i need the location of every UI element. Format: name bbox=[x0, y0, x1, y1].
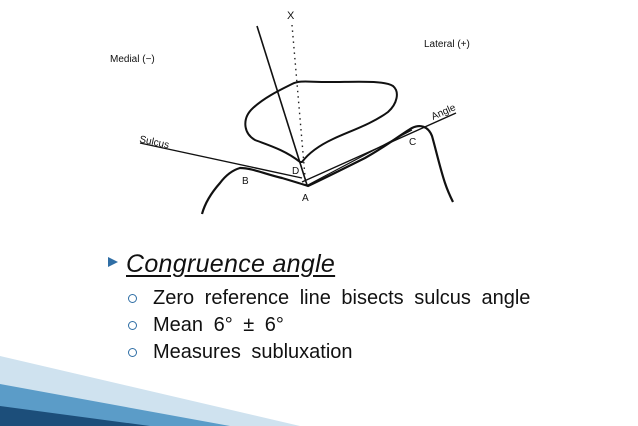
label-lateral: Lateral (+) bbox=[424, 39, 470, 50]
vertical-reference-dotted-line bbox=[291, 24, 307, 189]
ring-bullet-icon bbox=[128, 294, 137, 303]
sub-bullet-text: Measures subluxation bbox=[153, 341, 353, 363]
ca-line bbox=[305, 129, 413, 187]
ring-bullet-icon bbox=[128, 348, 137, 357]
label-medial: Medial (−) bbox=[110, 54, 155, 65]
triangle-bullet-icon bbox=[108, 256, 118, 267]
sub-bullet-list: Zero reference line bisects sulcus angle… bbox=[108, 286, 588, 364]
label-x: X bbox=[287, 10, 295, 22]
bullet-area: Congruence angle Zero reference line bis… bbox=[108, 250, 588, 367]
list-item: Zero reference line bisects sulcus angle bbox=[128, 286, 588, 310]
sulcus-line bbox=[139, 142, 303, 179]
main-bullet: Congruence angle bbox=[108, 250, 588, 279]
femoral-trochlea-outline bbox=[200, 125, 454, 215]
sub-bullet-text: Zero reference line bisects sulcus angle bbox=[153, 287, 531, 309]
label-point-a: A bbox=[302, 193, 309, 204]
label-angle: Angle bbox=[430, 102, 458, 123]
list-item: Mean 6° ± 6° bbox=[128, 313, 588, 337]
patella-outline bbox=[244, 80, 398, 163]
sub-bullet-text: Mean 6° ± 6° bbox=[153, 314, 284, 336]
deco-dark-band bbox=[0, 406, 150, 426]
congruence-angle-diagram: X Medial (−) Lateral (+) Sulcus Angle A … bbox=[110, 10, 470, 215]
label-point-c: C bbox=[409, 137, 416, 148]
corner-decoration bbox=[0, 356, 300, 426]
patella-line bbox=[256, 25, 308, 186]
list-item: Measures subluxation bbox=[128, 340, 588, 364]
label-sulcus: Sulcus bbox=[138, 134, 170, 151]
main-bullet-text: Congruence angle bbox=[126, 250, 336, 278]
ring-bullet-icon bbox=[128, 321, 137, 330]
label-point-b: B bbox=[242, 176, 249, 187]
label-point-d: D bbox=[292, 166, 299, 177]
